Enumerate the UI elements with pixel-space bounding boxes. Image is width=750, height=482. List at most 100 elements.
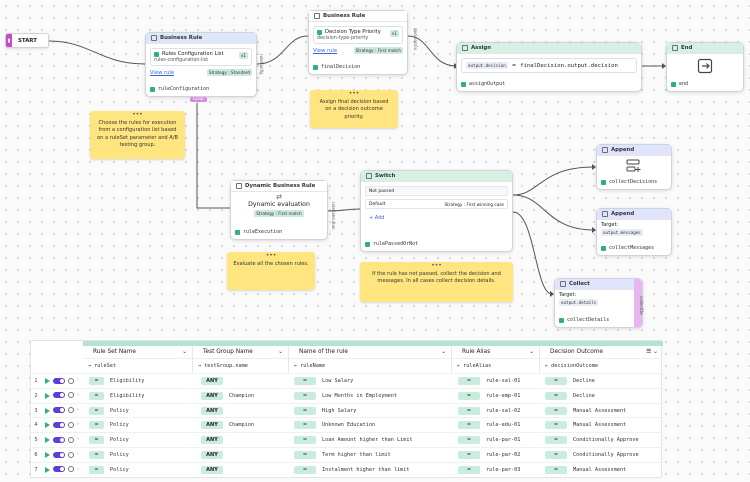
decision-outcome-cell[interactable]: = Manual Assessment bbox=[545, 421, 626, 430]
chevron-down-icon[interactable]: ⌄ bbox=[529, 349, 534, 355]
run-row-icon[interactable] bbox=[45, 466, 50, 473]
table-row[interactable]: 7 › = Policy ANY = Instalment higher tha… bbox=[31, 461, 663, 476]
rule-name-cell[interactable]: = Unknown Education bbox=[294, 421, 375, 430]
rule-alias-cell[interactable]: = rule-par-03 bbox=[458, 465, 520, 474]
rule-set-cell[interactable]: = Eligibility bbox=[89, 377, 144, 386]
row-enabled-toggle[interactable] bbox=[53, 407, 65, 414]
rule-alias-cell[interactable]: = rule-par-02 bbox=[458, 451, 520, 460]
assign-node[interactable]: Assign output.decision = finalDecision.o… bbox=[456, 42, 642, 92]
decision-outcome-cell[interactable]: = Conditionally Approve bbox=[545, 436, 639, 445]
row-visibility-icon[interactable] bbox=[68, 407, 74, 414]
end-node[interactable]: End end bbox=[666, 42, 744, 92]
collect-node[interactable]: Collect Target: output.details collectDe… bbox=[554, 278, 643, 328]
sticky-note-rule-selection[interactable]: ••• Choose the rules for execution from … bbox=[90, 111, 185, 159]
rule-name-cell[interactable]: = Low Months in Employment bbox=[294, 391, 397, 400]
row-enabled-toggle[interactable] bbox=[53, 421, 65, 428]
chevron-right-icon[interactable]: › bbox=[77, 391, 79, 398]
chevron-right-icon[interactable]: › bbox=[77, 436, 79, 443]
column-menu-icon[interactable]: ☰ ⌄ bbox=[646, 349, 658, 355]
run-row-icon[interactable] bbox=[45, 422, 50, 429]
append-node-1[interactable]: Append collectDecisions bbox=[596, 144, 672, 190]
run-row-icon[interactable] bbox=[45, 378, 50, 384]
table-row[interactable]: 4 › = Policy ANY Champion = Unknown Educ… bbox=[31, 417, 663, 431]
row-enabled-toggle[interactable] bbox=[53, 392, 65, 399]
test-group-cell[interactable]: ANY Champion bbox=[201, 391, 254, 400]
test-group-cell[interactable]: ANY bbox=[201, 465, 229, 474]
table-row[interactable]: 2 › = Eligibility ANY Champion = Low Mon… bbox=[31, 387, 663, 402]
row-visibility-icon[interactable] bbox=[68, 377, 74, 384]
sticky-note-collect[interactable]: ••• If the rule has not passed, collect … bbox=[360, 262, 513, 302]
chevron-down-icon[interactable]: ⌄ bbox=[441, 349, 446, 355]
rule-set-cell[interactable]: = Eligibility bbox=[89, 391, 144, 400]
rule-alias-cell[interactable]: = rule-sal-02 bbox=[458, 406, 520, 415]
column-header-decision-outcome[interactable]: Decision Outcome☰ ⌄ ⇤decisionOutcome bbox=[540, 346, 663, 372]
rule-set-cell[interactable]: = Policy bbox=[89, 421, 129, 430]
chevron-right-icon[interactable]: › bbox=[77, 465, 79, 472]
switch-case-default[interactable]: Default bbox=[369, 201, 386, 207]
dynamic-rule-node[interactable]: Dynamic Business Rule ⇄ Dynamic evaluati… bbox=[230, 180, 328, 240]
start-node[interactable]: ▮ START bbox=[5, 33, 49, 48]
row-enabled-toggle[interactable] bbox=[53, 377, 65, 384]
assign-target[interactable]: finalDecision.output.decision bbox=[520, 62, 618, 69]
decision-outcome-cell[interactable]: = Decline bbox=[545, 391, 595, 400]
append-node-2[interactable]: Append Target: output.messages collectMe… bbox=[596, 208, 672, 256]
table-row[interactable]: 5 › = Policy ANY = Loan Amount higher th… bbox=[31, 432, 663, 446]
chevron-down-icon[interactable]: ⌄ bbox=[182, 349, 187, 355]
rule-set-cell[interactable]: = Policy bbox=[89, 406, 129, 415]
table-row[interactable]: 1 › = Eligibility ANY = Low Salary = rul… bbox=[31, 373, 663, 387]
decision-outcome-cell[interactable]: = Manual Assessment bbox=[545, 406, 626, 415]
row-enabled-toggle[interactable] bbox=[53, 451, 65, 458]
column-header-rule-name[interactable]: Name of the rule⌄ ⇤ruleName bbox=[289, 346, 452, 372]
row-visibility-icon[interactable] bbox=[68, 466, 74, 473]
sticky-note-final-decision[interactable]: ••• Assign final decision based on a dec… bbox=[310, 90, 398, 128]
row-visibility-icon[interactable] bbox=[68, 421, 74, 428]
rule-alias-cell[interactable]: = rule-emp-01 bbox=[458, 391, 520, 400]
rule-name-cell[interactable]: = Instalment higher than limit bbox=[294, 465, 409, 474]
test-group-cell[interactable]: ANY bbox=[201, 377, 229, 386]
run-row-icon[interactable] bbox=[45, 452, 50, 458]
test-group-cell[interactable]: ANY bbox=[201, 436, 229, 445]
chevron-right-icon[interactable]: › bbox=[77, 451, 79, 457]
row-enabled-toggle[interactable] bbox=[53, 436, 65, 443]
chevron-right-icon[interactable]: › bbox=[77, 377, 79, 383]
decision-outcome-cell[interactable]: = Manual Assessment bbox=[545, 465, 626, 474]
rule-alias-cell[interactable]: = rule-sal-01 bbox=[458, 377, 520, 386]
switch-case-not-passed[interactable]: Not passed bbox=[369, 188, 395, 194]
rule-alias-cell[interactable]: = rule-par-01 bbox=[458, 436, 520, 445]
test-group-cell[interactable]: ANY Champion bbox=[201, 421, 254, 430]
table-row[interactable]: 6 › = Policy ANY = Term higher than limi… bbox=[31, 447, 663, 461]
run-row-icon[interactable] bbox=[45, 437, 50, 444]
chevron-down-icon[interactable]: ⌄ bbox=[278, 349, 283, 355]
view-rule-link[interactable]: View rule bbox=[313, 47, 338, 54]
decision-outcome-cell[interactable]: = Decline bbox=[545, 377, 595, 386]
switch-node[interactable]: Switch Not passed Default Strategy : Fir… bbox=[360, 170, 513, 252]
test-group-cell[interactable]: ANY bbox=[201, 451, 229, 460]
chevron-right-icon[interactable]: › bbox=[77, 406, 79, 413]
test-group-cell[interactable]: ANY bbox=[201, 406, 229, 415]
decision-outcome-cell[interactable]: = Conditionally Approve bbox=[545, 451, 639, 460]
rule-set-cell[interactable]: = Policy bbox=[89, 465, 129, 474]
collect-target[interactable]: output.details bbox=[559, 299, 599, 306]
rule-set-cell[interactable]: = Policy bbox=[89, 451, 129, 460]
assign-source[interactable]: output.decision bbox=[466, 62, 508, 69]
sticky-note-evaluate[interactable]: ••• Evaluate all the chosen rules. bbox=[227, 252, 315, 290]
add-case-button[interactable]: + Add bbox=[369, 215, 385, 221]
row-enabled-toggle[interactable] bbox=[53, 466, 65, 473]
view-rule-link[interactable]: View rule bbox=[150, 69, 175, 76]
rule-alias-cell[interactable]: = rule-edu-01 bbox=[458, 421, 520, 430]
rule-name-cell[interactable]: = Low Salary bbox=[294, 377, 353, 386]
run-row-icon[interactable] bbox=[45, 407, 50, 414]
rule-name-cell[interactable]: = High Salary bbox=[294, 406, 356, 415]
row-visibility-icon[interactable] bbox=[68, 436, 74, 443]
column-header-test-group[interactable]: Test Group Name⌄ ⇥testGroup.name bbox=[193, 346, 289, 372]
table-row[interactable]: 3 › = Policy ANY = High Salary = rule-sa… bbox=[31, 402, 663, 417]
rule-set-cell[interactable]: = Policy bbox=[89, 436, 129, 445]
chevron-right-icon[interactable]: › bbox=[77, 421, 79, 428]
rule-name-cell[interactable]: = Term higher than limit bbox=[294, 451, 391, 460]
row-visibility-icon[interactable] bbox=[68, 451, 74, 458]
column-header-rule-alias[interactable]: Rule Alias⌄ ⇤ruleAlias bbox=[452, 346, 540, 372]
row-visibility-icon[interactable] bbox=[68, 392, 74, 399]
run-row-icon[interactable] bbox=[45, 392, 50, 399]
